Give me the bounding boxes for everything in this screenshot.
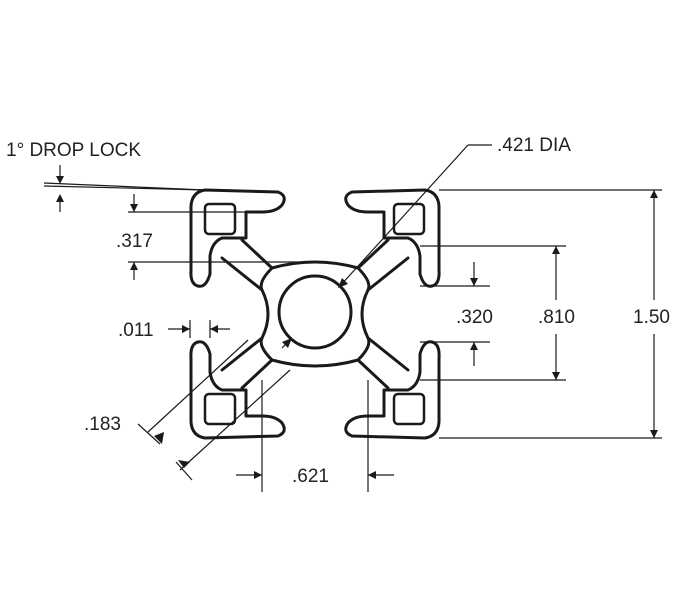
label-wall-thickness: .183 [84,414,121,435]
corner-pocket-bottom-left [203,392,237,426]
label-drop-lock: 1° DROP LOCK [6,140,141,161]
drop-lock-dimension [43,165,206,212]
slot-opening-dimension [420,262,490,366]
label-slot-width-horizontal: .621 [292,466,329,487]
label-slot-opening: .320 [456,307,493,328]
lip-gap-dimension [168,320,230,338]
profile-geometry [189,188,441,440]
label-slot-width-vertical: .810 [538,307,575,328]
overall-size-dimension [439,189,662,439]
slot-width-horizontal-dimension [236,380,394,492]
central-bore [277,274,353,350]
label-lip-gap: .011 [118,320,154,341]
dimensions [43,144,662,492]
label-bore-diameter: .421 DIA [497,135,571,156]
diagonal-webs [220,238,410,390]
central-core [259,260,371,368]
corner-lobe-top-right [344,188,441,288]
corner-pocket-top-left [203,202,237,236]
corner-lobe-bottom-left [189,340,286,440]
dimension-labels: 1° DROP LOCK .421 DIA .317 .011 .183 .62… [6,135,670,487]
slot-width-vertical-dimension [420,245,566,381]
label-overall-size: 1.50 [633,307,670,328]
corner-pocket-bottom-right [392,392,426,426]
corner-pocket-top-right [392,202,426,236]
corner-lobe-bottom-right [344,340,441,440]
wall-thickness-dimension [137,339,291,481]
slot-depth-dimension [128,194,320,280]
corner-lobe-top-left [189,188,286,288]
label-slot-depth: .317 [116,231,153,252]
bore-diameter-leader [281,144,492,349]
